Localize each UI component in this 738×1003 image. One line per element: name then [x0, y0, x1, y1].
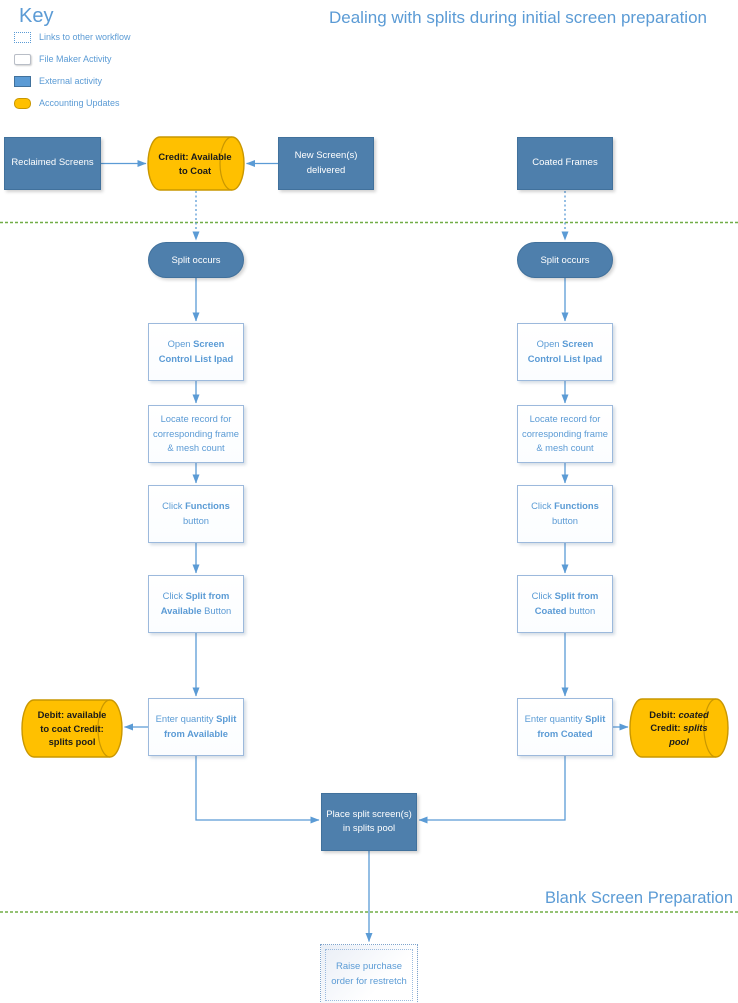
- key-item-label: File Maker Activity: [39, 54, 112, 64]
- cylinder-debit-available: [21, 699, 123, 758]
- node-split-occurs-right: Split occurs: [517, 242, 613, 278]
- node-click-split-available: Click Split from Available Button: [148, 575, 244, 633]
- node-click-functions-right: Click Functions button: [517, 485, 613, 543]
- node-raise-purchase-order: Raise purchase order for restretch: [320, 944, 418, 1003]
- node-locate-record-right: Locate record for corresponding frame & …: [517, 405, 613, 463]
- node-click-functions-left: Click Functions button: [148, 485, 244, 543]
- dotted-box-icon: [14, 31, 31, 43]
- node-credit-available-to-coat: Credit: Available to Coat: [158, 150, 232, 176]
- key-item-accounting: Accounting Updates: [14, 97, 120, 109]
- node-open-screen-list-left: Open Screen Control List Ipad: [148, 323, 244, 381]
- filemaker-box-icon: [14, 53, 31, 65]
- key-item-label: Links to other workflow: [39, 32, 131, 42]
- node-click-split-coated: Click Split from Coated button: [517, 575, 613, 633]
- node-enter-qty-available: Enter quantity Split from Available: [148, 698, 244, 756]
- section-label-blank-screen-preparation: Blank Screen Preparation: [544, 889, 733, 907]
- node-split-occurs-left: Split occurs: [148, 242, 244, 278]
- key-item-external: External activity: [14, 75, 102, 87]
- node-coated-frames: Coated Frames: [517, 137, 613, 190]
- key-item-links: Links to other workflow: [14, 31, 131, 43]
- key-title: Key: [19, 5, 54, 27]
- node-place-split-screens: Place split screen(s) in splits pool: [321, 793, 417, 851]
- key-item-label: Accounting Updates: [39, 98, 120, 108]
- cylinder-debit-coated: [629, 698, 729, 758]
- cylinder-credit-available: [147, 136, 245, 191]
- raise-purchase-order-label: Raise purchase order for restretch: [325, 949, 413, 1001]
- external-box-icon: [14, 75, 31, 87]
- page-title: Dealing with splits during initial scree…: [329, 8, 707, 27]
- node-locate-record-left: Locate record for corresponding frame & …: [148, 405, 244, 463]
- key-item-label: External activity: [39, 76, 103, 86]
- node-enter-qty-coated: Enter quantity Split from Coated: [517, 698, 613, 756]
- node-reclaimed-screens: Reclaimed Screens: [4, 137, 101, 190]
- key-item-filemaker: File Maker Activity: [14, 53, 112, 65]
- node-debit-available-to-coat: Debit: available to coat Credit: splits …: [37, 709, 107, 748]
- node-open-screen-list-right: Open Screen Control List Ipad: [517, 323, 613, 381]
- accounting-box-icon: [14, 97, 31, 109]
- node-debit-coated: Debit: coated Credit: splits pool: [649, 708, 709, 747]
- node-new-screens-delivered: New Screen(s) delivered: [278, 137, 374, 190]
